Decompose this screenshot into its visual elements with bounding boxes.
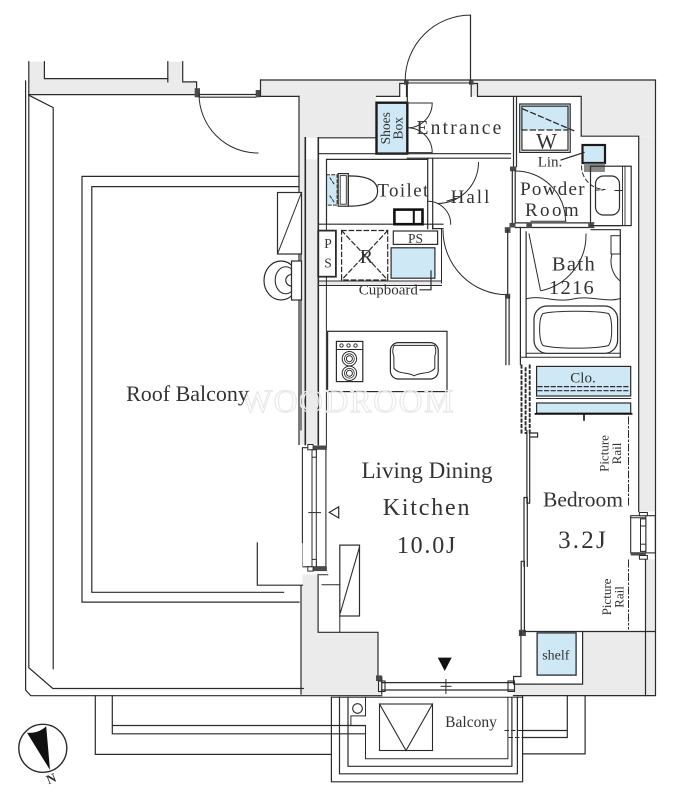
svg-text:Clo.: Clo. (570, 371, 595, 387)
svg-text:10.0J: 10.0J (397, 533, 457, 559)
svg-text:Balcony: Balcony (445, 714, 497, 731)
svg-text:Bedroom: Bedroom (543, 488, 623, 512)
svg-text:Cupboard: Cupboard (359, 283, 419, 299)
svg-text:Picture: Picture (597, 435, 612, 472)
svg-text:WOODROOM: WOODROOM (241, 384, 455, 420)
svg-text:Box: Box (390, 117, 405, 140)
svg-text:Powder: Powder (520, 179, 586, 200)
svg-text:PS: PS (408, 231, 423, 246)
svg-text:Room: Room (525, 200, 581, 221)
svg-text:Roof Balcony: Roof Balcony (126, 381, 249, 406)
svg-text:Bath: Bath (552, 254, 596, 276)
svg-text:P: P (324, 236, 332, 251)
svg-text:S: S (324, 256, 332, 271)
svg-text:R: R (360, 246, 374, 268)
svg-text:Living Dining: Living Dining (362, 458, 493, 483)
svg-text:1216: 1216 (549, 277, 595, 299)
svg-text:3.2J: 3.2J (558, 527, 608, 554)
svg-text:Kitchen: Kitchen (383, 495, 472, 521)
svg-text:Rail: Rail (609, 442, 624, 464)
svg-text:Rail: Rail (612, 586, 627, 608)
svg-text:Hall: Hall (451, 187, 492, 208)
svg-text:Shoes: Shoes (378, 112, 393, 144)
svg-text:W: W (536, 129, 557, 154)
svg-text:Picture: Picture (599, 578, 614, 615)
svg-text:shelf: shelf (542, 649, 570, 664)
svg-text:Toilet: Toilet (377, 181, 429, 202)
svg-text:Lin.: Lin. (538, 155, 563, 171)
svg-text:Entrance: Entrance (417, 118, 504, 139)
